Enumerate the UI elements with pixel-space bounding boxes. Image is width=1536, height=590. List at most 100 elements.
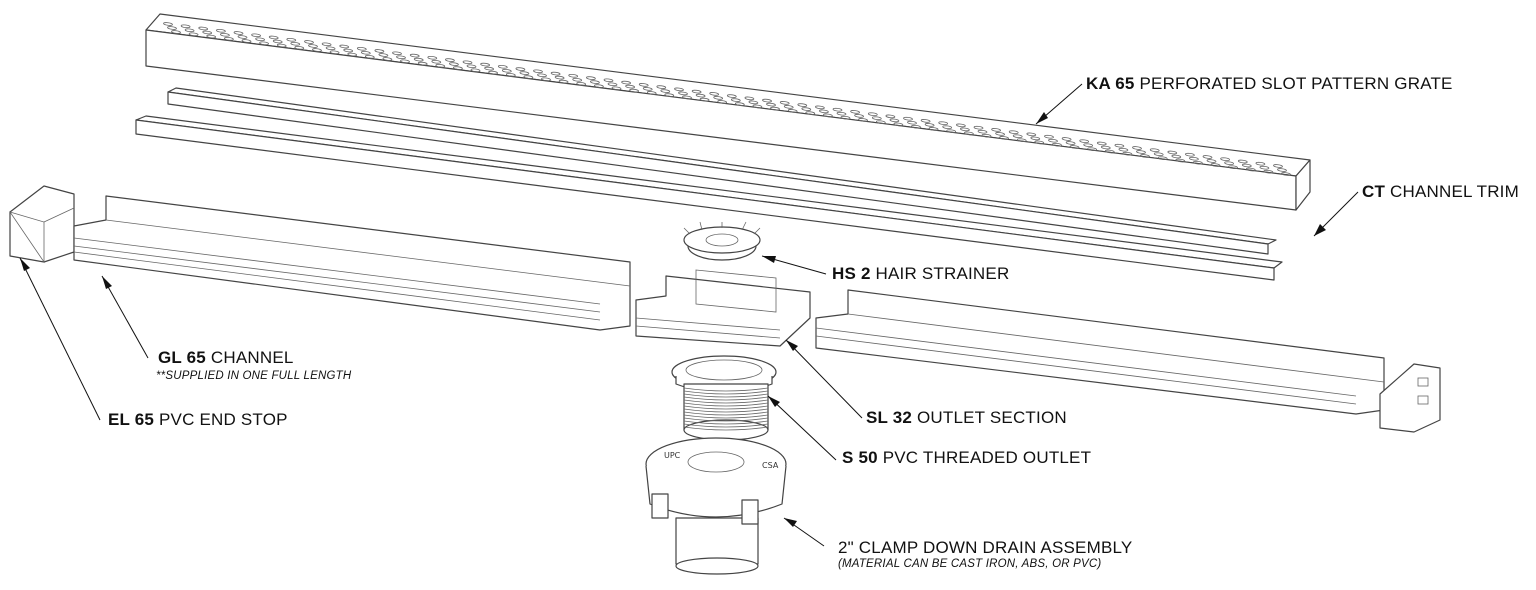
grate-slot: [801, 107, 812, 111]
grate-slot: [787, 109, 798, 113]
grate-slot: [871, 116, 882, 121]
grate-slot: [251, 33, 261, 38]
grate-slot: [1065, 141, 1076, 145]
grate-slot: [431, 59, 442, 64]
grate-slot: [695, 93, 706, 98]
grate-part: [145, 13, 1311, 211]
channel-left-part: [73, 195, 631, 331]
grate-slot: [717, 100, 728, 104]
grate-slot: [241, 39, 252, 43]
grate-slot: [519, 71, 530, 75]
grate-slot: [611, 86, 622, 91]
grate-slot: [1210, 163, 1221, 167]
grate-slot: [1171, 154, 1182, 159]
leader-channel: [101, 275, 149, 359]
grate-slot: [1202, 155, 1213, 159]
grate-slot: [378, 53, 389, 57]
grate-slot: [911, 124, 921, 129]
thread-line: [683, 423, 769, 428]
thread-line: [683, 414, 769, 419]
outlet-section-part: [635, 269, 811, 347]
grate-slot: [625, 84, 635, 89]
grate-slot: [1114, 143, 1125, 148]
grate-slot: [523, 75, 534, 79]
leader-lines: [19, 83, 1359, 547]
grate-slot: [1263, 169, 1274, 174]
grate-slot: [875, 120, 886, 125]
grate-slot: [501, 68, 512, 73]
channel-trim-parts: [135, 87, 1283, 281]
grate-slot: [964, 131, 974, 136]
grate-slot: [417, 61, 428, 66]
grate-slot: [409, 53, 420, 58]
grate-slot: [1104, 149, 1115, 154]
grate-slot: [1220, 157, 1230, 162]
trim-text: CHANNEL TRIM: [1390, 182, 1519, 201]
grate-slot: [991, 128, 1001, 132]
grate-slot: [1273, 164, 1283, 168]
grate-slot: [1206, 159, 1217, 163]
grate-slot: [1193, 160, 1203, 165]
grate-slot: [1255, 161, 1266, 166]
grate-slot: [286, 37, 297, 42]
grate-slot: [180, 24, 191, 29]
thread-line: [683, 399, 769, 404]
threaded-outlet-part: [671, 355, 777, 441]
grate-slot: [163, 22, 173, 26]
grate-slot: [836, 111, 847, 116]
grate-slot: [1224, 161, 1234, 166]
grate-slot: [1061, 137, 1072, 141]
end-stop-label: EL 65 PVC END STOP: [108, 410, 288, 430]
grate-slot: [321, 42, 332, 47]
outlet-section-text: OUTLET SECTION: [917, 408, 1067, 427]
grate-slot: [572, 77, 583, 82]
grate-slot: [850, 110, 860, 114]
grate-slot: [374, 49, 385, 53]
grate-slot: [1118, 147, 1129, 152]
leader-outlet-section: [785, 339, 863, 419]
grate-slot: [1167, 150, 1178, 155]
grate-slot: [198, 26, 209, 31]
grate-slot: [783, 105, 794, 109]
grate-slot: [396, 55, 406, 60]
grate-slot: [797, 103, 808, 107]
grate-slot: [497, 64, 508, 69]
threaded-outlet-text: PVC THREADED OUTLET: [882, 448, 1092, 467]
grate-slot: [1016, 138, 1027, 143]
grate-slot: [907, 120, 917, 125]
grate-slot: [449, 62, 459, 66]
grate-slot: [999, 136, 1009, 140]
grate-slot: [537, 73, 547, 78]
grate-slot: [453, 66, 463, 70]
channel-right-part: [815, 289, 1385, 415]
clamp-drain-text: 2" CLAMP DOWN DRAIN ASSEMBLY: [838, 538, 1133, 557]
grate-slot: [889, 118, 900, 123]
grate-slot: [766, 102, 776, 107]
grate-slot: [995, 132, 1005, 136]
grate-slot: [554, 75, 565, 80]
grate-slot: [1185, 152, 1195, 157]
grate-slot: [259, 41, 269, 46]
grate-slot: [920, 119, 931, 123]
grate-slot: [294, 45, 305, 50]
grate-slot: [167, 26, 177, 30]
grate-slot: [699, 97, 710, 102]
grate-slot: [533, 69, 543, 74]
grate-slot: [674, 87, 684, 92]
grate-slot: [1189, 156, 1199, 161]
channel-text: CHANNEL: [210, 348, 294, 367]
grate-slot: [726, 94, 737, 98]
grate-slot: [1069, 145, 1080, 149]
grate-slot: [832, 107, 843, 112]
grate-slot: [734, 102, 745, 106]
grate-slot: [220, 32, 230, 37]
grate-slot: [237, 35, 248, 39]
grate-slot: [202, 30, 213, 35]
grate-slot: [903, 116, 913, 121]
grate-slot: [364, 54, 375, 59]
grate-slot: [1052, 142, 1062, 147]
grate-slot: [656, 85, 667, 89]
grate-slot: [1136, 150, 1146, 154]
grate-slot: [480, 62, 490, 67]
